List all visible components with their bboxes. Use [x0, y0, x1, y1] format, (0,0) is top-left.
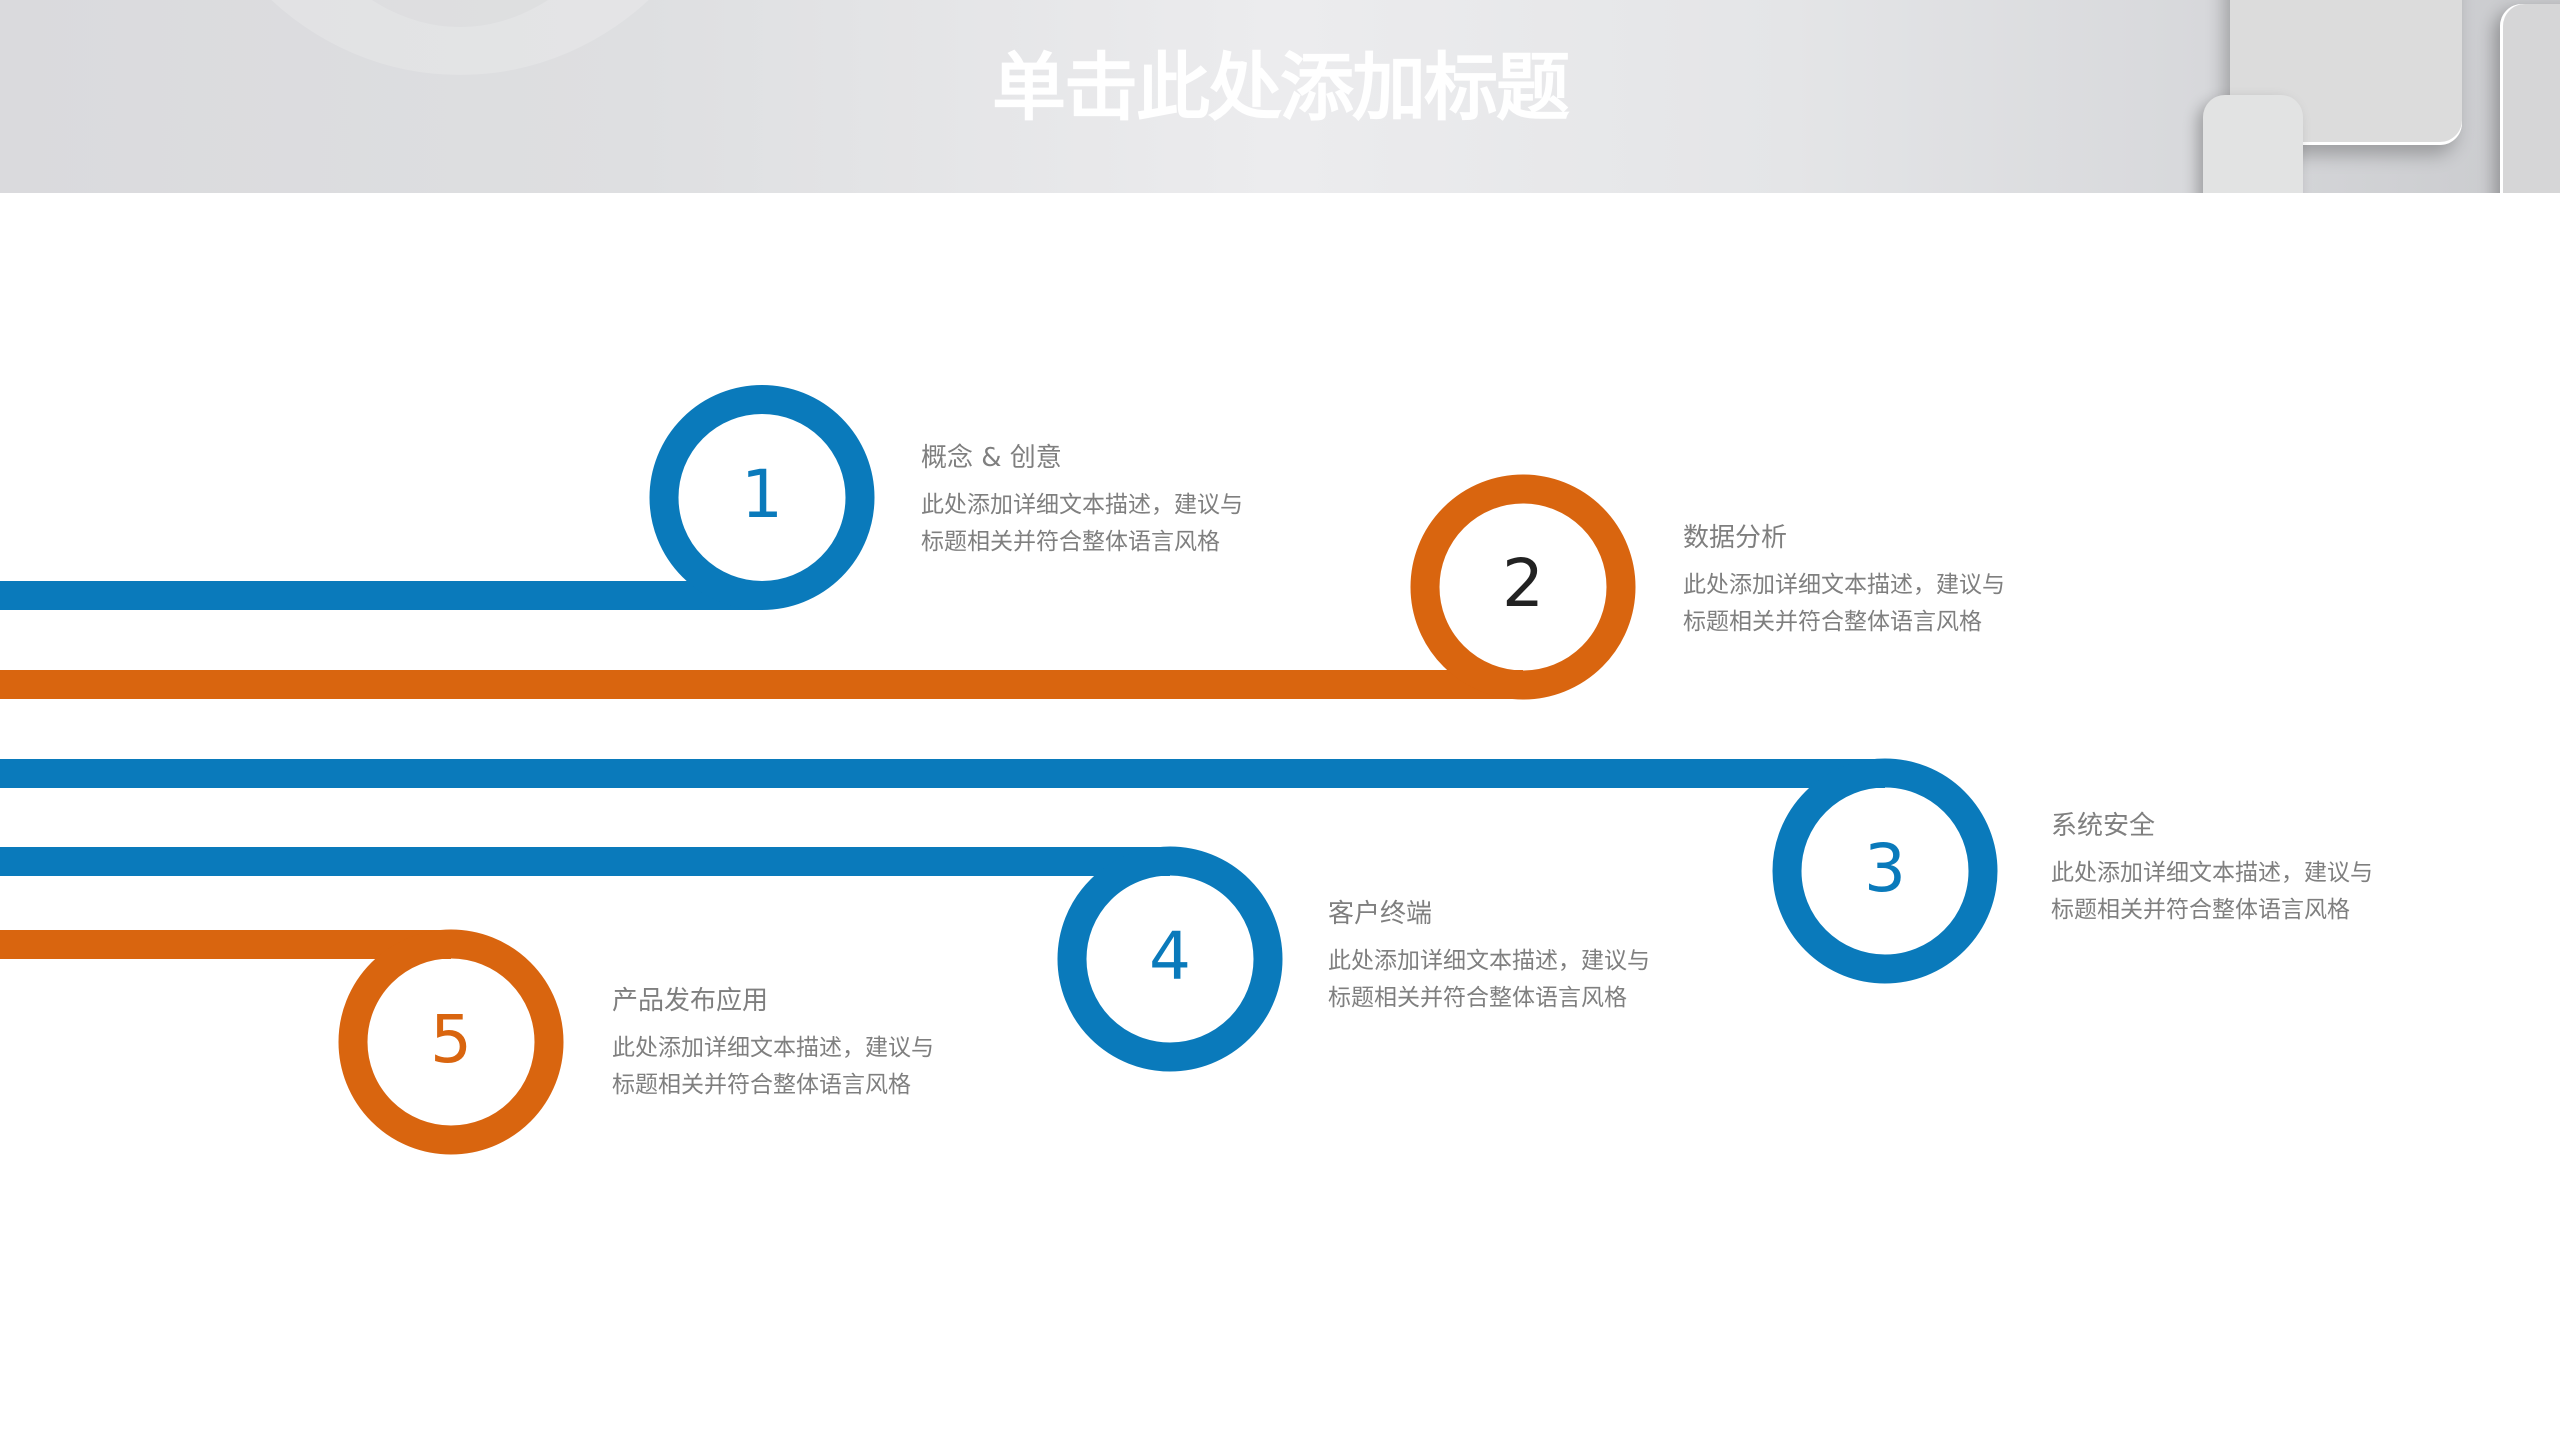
slide-header: 单击此处添加标题	[0, 0, 2560, 193]
step-4-number: 4	[1149, 918, 1191, 995]
step-5-text: 产品发布应用 此处添加详细文本描述，建议与 标题相关并符合整体语言风格	[612, 984, 934, 1104]
decorative-square-small	[2203, 95, 2303, 193]
step-1-heading[interactable]: 概念 & 创意	[921, 443, 1062, 473]
step-3-text: 系统安全 此处添加详细文本描述，建议与 标题相关并符合整体语言风格	[2051, 809, 2373, 929]
step-2-text: 数据分析 此处添加详细文本描述，建议与 标题相关并符合整体语言风格	[1683, 521, 2005, 641]
step-3-connector	[0, 758, 1998, 984]
decorative-square-right	[2500, 4, 2560, 193]
step-2-desc-line1[interactable]: 此处添加详细文本描述，建议与	[1683, 572, 2005, 598]
step-4-text: 客户终端 此处添加详细文本描述，建议与 标题相关并符合整体语言风格	[1328, 897, 1650, 1017]
step-5-desc-line2[interactable]: 标题相关并符合整体语言风格	[612, 1072, 911, 1098]
step-1-connector	[0, 385, 875, 610]
step-5-desc-line1[interactable]: 此处添加详细文本描述，建议与	[612, 1035, 934, 1061]
slide-title[interactable]: 单击此处添加标题	[992, 45, 1570, 131]
step-5-connector	[0, 929, 564, 1155]
step-5-number: 5	[430, 1001, 472, 1078]
step-4-desc-line2[interactable]: 标题相关并符合整体语言风格	[1328, 985, 1627, 1011]
step-2-heading[interactable]: 数据分析	[1683, 523, 1788, 553]
step-2-number: 2	[1502, 545, 1544, 622]
step-3-heading[interactable]: 系统安全	[2051, 811, 2156, 841]
step-4-connector	[0, 846, 1283, 1072]
step-3-number: 3	[1864, 830, 1906, 907]
step-1-number: 1	[741, 456, 783, 533]
step-2-desc-line2[interactable]: 标题相关并符合整体语言风格	[1683, 609, 1982, 635]
step-5-heading[interactable]: 产品发布应用	[612, 986, 769, 1016]
step-2-connector	[0, 474, 1636, 700]
step-3-desc-line2[interactable]: 标题相关并符合整体语言风格	[2051, 897, 2350, 923]
step-4-heading[interactable]: 客户终端	[1328, 899, 1433, 929]
step-4-desc-line1[interactable]: 此处添加详细文本描述，建议与	[1328, 948, 1650, 974]
step-1-desc-line1[interactable]: 此处添加详细文本描述，建议与	[921, 492, 1243, 518]
step-1-desc-line2[interactable]: 标题相关并符合整体语言风格	[921, 529, 1220, 555]
step-3-desc-line1[interactable]: 此处添加详细文本描述，建议与	[2051, 860, 2373, 886]
step-1-text: 概念 & 创意 此处添加详细文本描述，建议与 标题相关并符合整体语言风格	[921, 441, 1243, 561]
